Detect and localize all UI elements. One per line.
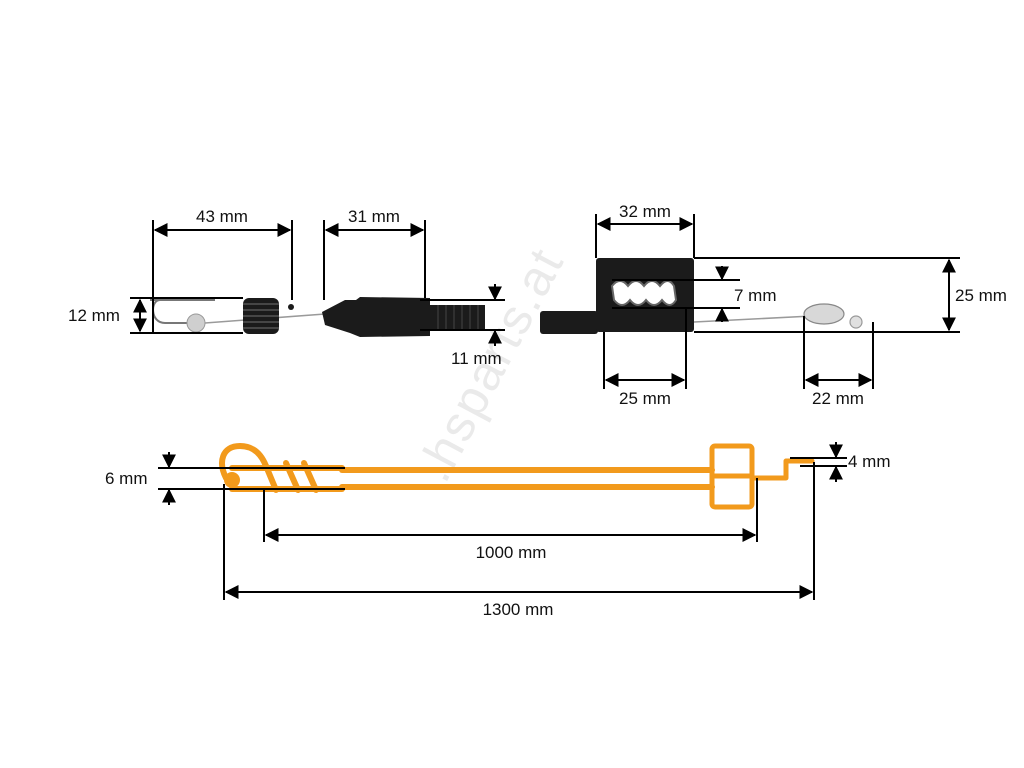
label-4mm: 4 mm [848, 452, 891, 471]
label-43mm: 43 mm [196, 207, 248, 226]
dim-31mm: 31 mm [323, 207, 426, 300]
dim-22mm: 22 mm [803, 316, 874, 408]
cable-schematic [219, 443, 815, 510]
dim-1000mm: 1000 mm [263, 478, 758, 562]
dim-25mm-height: 25 mm [694, 257, 1007, 333]
label-25mm-height: 25 mm [955, 286, 1007, 305]
label-22mm: 22 mm [812, 389, 864, 408]
dim-4mm: 4 mm [790, 442, 891, 482]
label-7mm: 7 mm [734, 286, 777, 305]
label-25mm-width: 25 mm [619, 389, 671, 408]
dim-43mm: 43 mm [152, 207, 293, 333]
housing-block-part [540, 258, 863, 334]
dim-1300mm: 1300 mm [223, 462, 815, 619]
label-6mm: 6 mm [105, 469, 148, 488]
label-1300mm: 1300 mm [483, 600, 554, 619]
dim-25mm-width: 25 mm [603, 308, 687, 408]
dim-32mm: 32 mm [595, 202, 695, 258]
barrel-end-part [322, 297, 485, 337]
dim-12mm: 12 mm [68, 297, 243, 334]
spring-end-part [150, 298, 326, 334]
label-1000mm: 1000 mm [476, 543, 547, 562]
label-32mm: 32 mm [619, 202, 671, 221]
label-12mm: 12 mm [68, 306, 120, 325]
dim-11mm: 11 mm [420, 284, 505, 368]
dim-7mm: 7 mm [612, 266, 777, 322]
dim-6mm: 6 mm [105, 452, 345, 505]
label-11mm: 11 mm [451, 349, 502, 368]
label-31mm: 31 mm [348, 207, 400, 226]
